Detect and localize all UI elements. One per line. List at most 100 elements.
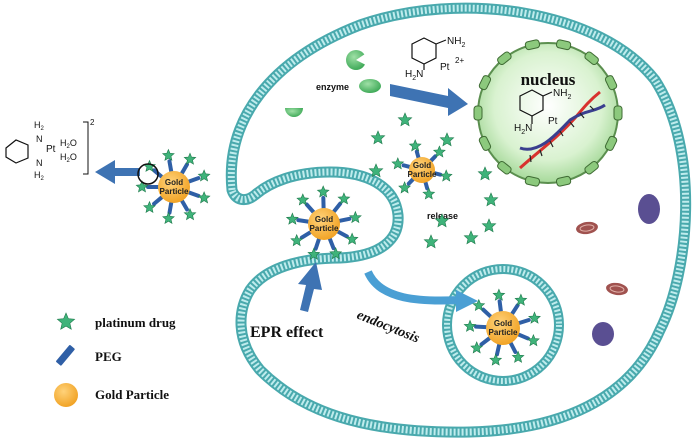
platinum-drug-star-icon xyxy=(472,298,486,312)
peg-rod-icon xyxy=(406,177,415,186)
organelles xyxy=(576,194,660,346)
gold-nanoparticles: GoldParticleGoldParticleGoldParticleGold… xyxy=(135,139,541,366)
svg-text:H2N: H2N xyxy=(405,69,423,82)
highlight-ring xyxy=(137,163,159,185)
peg-rod-icon xyxy=(187,176,201,184)
platinum-drug-star-icon xyxy=(316,185,330,198)
platinum-drug-star-icon xyxy=(183,207,197,221)
nuclear-pore xyxy=(584,51,599,66)
platinum-drug-star-icon xyxy=(481,218,497,233)
peg-rod-icon xyxy=(429,154,438,163)
platinum-drug-star-icon xyxy=(423,234,439,249)
legend: platinum drug PEG Gold Particle xyxy=(54,312,176,407)
platinum-drug-star-icon xyxy=(470,341,484,354)
peg-rod-icon xyxy=(495,342,502,357)
platinum-drug-star-icon xyxy=(329,247,343,260)
legend-drug-label: platinum drug xyxy=(95,315,176,330)
nucleus-label: nucleus xyxy=(521,70,576,89)
nuclear-pore xyxy=(613,105,623,121)
legend-star-icon xyxy=(56,312,76,330)
arrow-epr xyxy=(298,262,322,312)
arrows xyxy=(95,84,478,312)
platinum-drug-star-icon xyxy=(514,293,528,306)
platinum-drug-star-icon xyxy=(526,334,540,347)
platinum-drug-star-icon xyxy=(135,180,149,193)
platinum-drug-star-icon xyxy=(161,148,175,161)
arrow-endocytosis xyxy=(364,270,461,305)
epr-effect-label: EPR effect xyxy=(250,324,324,341)
peg-rod-icon xyxy=(414,149,421,160)
gold-particle-label: Gold xyxy=(494,319,512,328)
nucleus: nucleus NH2 H2N Pt xyxy=(473,39,623,187)
platinum-drug-star-icon xyxy=(56,312,76,330)
platinum-drug-star-icon xyxy=(290,233,304,247)
gold-particle-label: Particle xyxy=(489,328,518,337)
svg-text:H2O: H2O xyxy=(60,152,77,164)
peg-rod-icon xyxy=(432,171,443,177)
peg-rod-icon xyxy=(180,198,190,212)
platinum-drug-star-icon xyxy=(432,145,446,158)
enzyme-pacman-icon xyxy=(285,108,303,117)
platinum-drug-star-icon xyxy=(143,200,156,214)
platinum-drug-star-icon xyxy=(345,232,359,245)
peg-rod-icon xyxy=(423,180,430,191)
platinum-drug-star-icon xyxy=(183,152,197,165)
free-drug-stars xyxy=(368,112,499,249)
platinum-drug-star-icon xyxy=(397,112,413,127)
peg-rod-icon xyxy=(516,332,530,341)
peg-rod-icon xyxy=(336,229,349,239)
platinum-drug-star-icon xyxy=(511,350,525,363)
svg-text:H2N: H2N xyxy=(514,123,532,136)
platinum-drug-star-icon xyxy=(398,181,412,194)
peg-rod-icon xyxy=(167,200,174,215)
svg-text:N: N xyxy=(36,158,43,168)
enzymes: enzyme xyxy=(285,50,381,117)
platinum-drug-star-icon xyxy=(422,187,436,200)
gold-particle-label: Gold xyxy=(165,178,183,187)
platinum-drug-star-icon xyxy=(368,163,384,178)
peg-rod-icon xyxy=(401,163,412,169)
peg-rod-icon xyxy=(517,318,531,325)
cell-membrane xyxy=(225,2,692,438)
peg-rod-icon xyxy=(481,307,493,319)
endocytic-vesicle xyxy=(442,264,564,386)
nuclear-pore xyxy=(604,135,618,151)
platinum-drug-star-icon xyxy=(197,191,211,204)
platinum-drug-star-icon xyxy=(528,311,541,324)
platinum-drug-star-icon xyxy=(391,157,405,170)
platinum-drug-star-icon xyxy=(439,169,453,182)
nucleus-pt-complex: NH2 H2N Pt xyxy=(514,88,571,136)
peg-rod-icon xyxy=(152,195,164,206)
gold-particle-label: Gold xyxy=(315,215,333,224)
nuclear-pore xyxy=(555,175,572,187)
platinum-drug-star-icon xyxy=(370,130,386,145)
nuclear-pore xyxy=(497,51,512,66)
platinum-drug-star-icon xyxy=(463,319,477,332)
platinum-drug-star-icon xyxy=(348,210,362,224)
platinum-drug-star-icon xyxy=(489,353,503,366)
platinum-drug-star-icon xyxy=(477,166,493,181)
platinum-drug-star-icon xyxy=(483,192,499,207)
peg-rod-icon xyxy=(313,237,321,251)
platinum-drug-star-icon xyxy=(337,192,351,205)
nuclear-pore xyxy=(497,160,512,175)
enzyme-ellipse-icon xyxy=(359,79,381,93)
svg-text:Pt: Pt xyxy=(440,62,450,73)
legend-gold-label: Gold Particle xyxy=(95,387,169,402)
peg-rod-icon xyxy=(510,303,520,316)
peg-rod-icon xyxy=(337,216,352,223)
platinum-drug-star-icon xyxy=(408,139,422,152)
legend-peg-label: PEG xyxy=(95,349,122,364)
enzyme-label: enzyme xyxy=(316,82,349,92)
nuclear-pores xyxy=(473,39,623,187)
peg-rod-icon xyxy=(304,202,316,215)
legend-gold-icon xyxy=(54,383,78,407)
platinum-drug-star-icon xyxy=(492,288,506,301)
arrow-to-nucleus xyxy=(390,84,468,116)
platinum-drug-star-icon xyxy=(285,212,299,225)
svg-text:N: N xyxy=(36,134,43,144)
